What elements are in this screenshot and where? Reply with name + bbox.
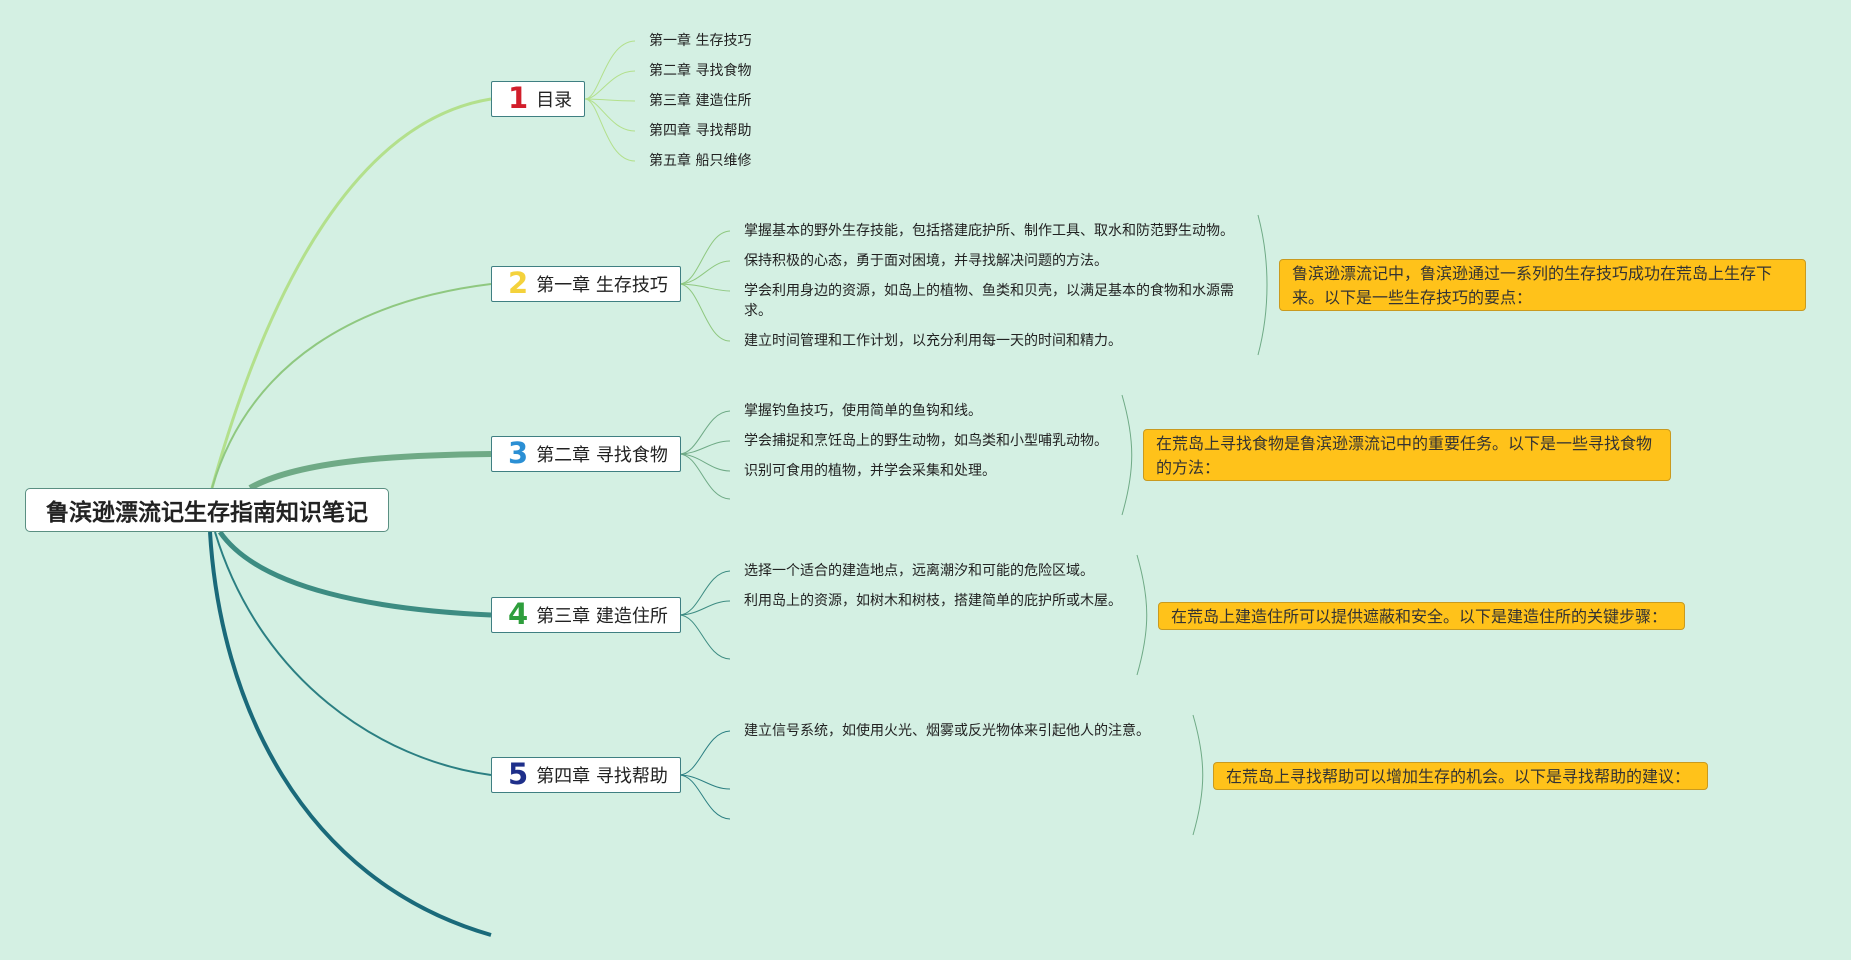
bracket-5: [1192, 714, 1204, 836]
topic-5-number: 5: [508, 756, 529, 791]
topic-1-item-4[interactable]: 第四章 寻找帮助: [649, 123, 752, 139]
topic-3-label: 第二章 寻找食物: [536, 445, 668, 466]
topic-4-label: 第三章 建造住所: [536, 606, 668, 627]
topic-2-item-1[interactable]: 掌握基本的野外生存技能，包括搭建庇护所、制作工具、取水和防范野生动物。: [744, 223, 1234, 239]
topic-4-item-1[interactable]: 选择一个适合的建造地点，远离潮汐和可能的危险区域。: [744, 563, 1094, 579]
topic-3-item-2[interactable]: 学会捕捉和烹饪岛上的野生动物，如鸟类和小型哺乳动物。: [744, 433, 1108, 449]
topic-1-item-1[interactable]: 第一章 生存技巧: [649, 33, 752, 49]
topic-1-item-5[interactable]: 第五章 船只维修: [649, 153, 752, 169]
topic-4-item-2[interactable]: 利用岛上的资源，如树木和树枝，搭建简单的庇护所或木屋。: [744, 593, 1122, 609]
branch-4: [217, 530, 492, 618]
topic-4-number: 4: [508, 596, 529, 631]
topic-1-item-3[interactable]: 第三章 建造住所: [649, 93, 752, 109]
topic-2-label: 第一章 生存技巧: [536, 275, 668, 296]
topic-2-summary[interactable]: 鲁滨逊漂流记中，鲁滨逊通过一系列的生存技巧成功在荒岛上生存下来。以下是一些生存技…: [1279, 259, 1806, 311]
topic-3[interactable]: 3 第二章 寻找食物: [491, 436, 681, 472]
leaves-3: [678, 410, 731, 500]
topic-5-summary[interactable]: 在荒岛上寻找帮助可以增加生存的机会。以下是寻找帮助的建议：: [1213, 762, 1708, 790]
leaves-5: [678, 730, 731, 820]
branch-5: [214, 531, 492, 776]
topic-5-item-1[interactable]: 建立信号系统，如使用火光、烟雾或反光物体来引起他人的注意。: [744, 723, 1150, 739]
topic-3-summary[interactable]: 在荒岛上寻找食物是鲁滨逊漂流记中的重要任务。以下是一些寻找食物的方法：: [1143, 429, 1671, 481]
branch-2: [211, 283, 492, 489]
topic-4[interactable]: 4 第三章 建造住所: [491, 597, 681, 633]
topic-1[interactable]: 1 目录: [491, 80, 586, 117]
root-node[interactable]: 鲁滨逊漂流记生存指南知识笔记: [25, 488, 389, 532]
branch-3: [248, 451, 492, 491]
topic-3-number: 3: [508, 435, 529, 470]
bracket-2: [1257, 214, 1268, 356]
topic-4-summary[interactable]: 在荒岛上建造住所可以提供遮蔽和安全。以下是建造住所的关键步骤：: [1158, 602, 1685, 630]
topic-5-label: 第四章 寻找帮助: [536, 766, 668, 787]
topic-2-item-2[interactable]: 保持积极的心态，勇于面对困境，并寻找解决问题的方法。: [744, 253, 1108, 269]
topic-1-item-2[interactable]: 第二章 寻找食物: [649, 63, 752, 79]
topic-2-number: 2: [508, 265, 529, 300]
bracket-4: [1136, 554, 1148, 676]
topic-2[interactable]: 2 第一章 生存技巧: [491, 266, 681, 302]
topic-3-item-3[interactable]: 识别可食用的植物，并学会采集和处理。: [744, 463, 996, 479]
topic-1-number: 1: [508, 80, 529, 115]
topic-2-item-3[interactable]: 学会利用身边的资源，如岛上的植物、鱼类和贝壳，以满足基本的食物和水源需求。: [744, 283, 1234, 319]
leaves-1: [584, 40, 636, 162]
leaves-4: [678, 570, 731, 660]
root-title: 鲁滨逊漂流记生存指南知识笔记: [46, 500, 368, 526]
leaves-2: [678, 230, 731, 342]
topic-5[interactable]: 5 第四章 寻找帮助: [491, 757, 681, 793]
topic-3-item-1[interactable]: 掌握钓鱼技巧，使用简单的鱼钩和线。: [744, 403, 982, 419]
bracket-3: [1121, 394, 1133, 516]
topic-2-item-4[interactable]: 建立时间管理和工作计划，以充分利用每一天的时间和精力。: [744, 333, 1122, 349]
branch-1: [210, 97, 492, 489]
branch-6: [208, 531, 492, 937]
topic-1-label: 目录: [536, 90, 573, 111]
